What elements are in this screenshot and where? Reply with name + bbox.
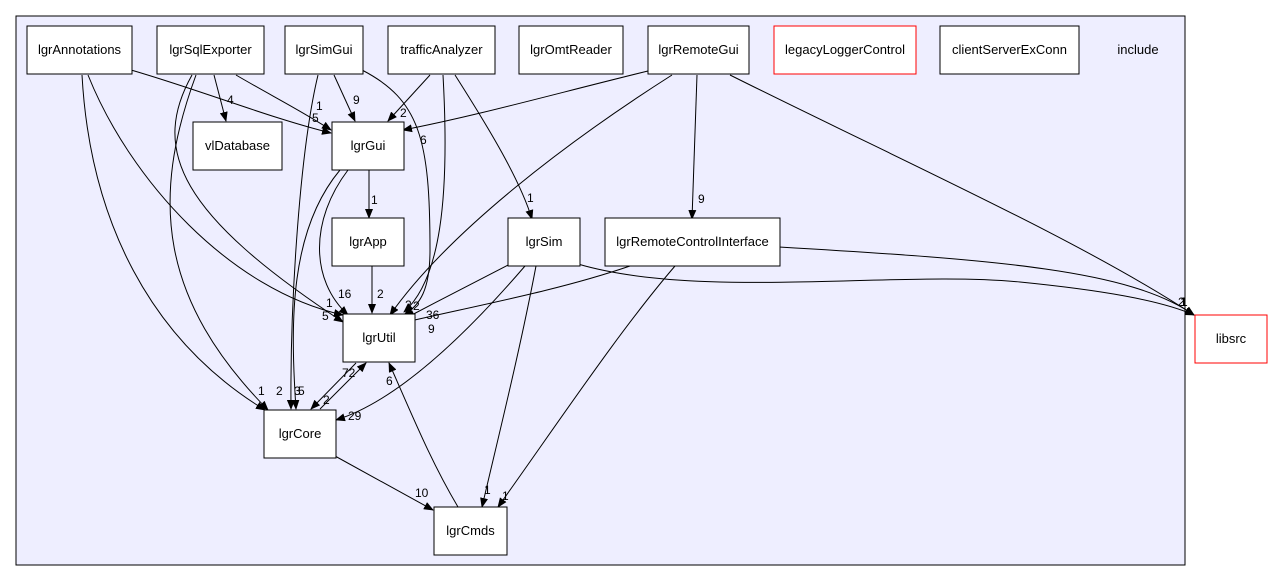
node-legacyloggercontrol[interactable]: legacyLoggerControl bbox=[773, 25, 917, 75]
node-lgrcore[interactable]: lgrCore bbox=[263, 409, 337, 459]
edge-label: 6 bbox=[420, 133, 427, 147]
edge-lgrsqlexporter-lgrutil bbox=[174, 74, 344, 323]
node-lgrsim[interactable]: lgrSim bbox=[507, 217, 581, 267]
edge-label: 3 bbox=[294, 384, 301, 398]
edge-lgrsimgui-lgrcore bbox=[286, 74, 319, 410]
edge-lgrgui-lgrcore bbox=[291, 169, 341, 410]
edge-label: 1 bbox=[502, 489, 509, 503]
edge-lgrremotegui-lgrutil bbox=[389, 74, 673, 316]
edge-lgrremotegui-libsrc bbox=[729, 74, 1195, 316]
include-cluster bbox=[15, 15, 1186, 566]
edge-label: 2 bbox=[405, 298, 412, 312]
node-label: lgrCmds bbox=[446, 523, 495, 538]
edge-lgrannotations-lgrutil bbox=[87, 74, 344, 317]
edge-label: 16 bbox=[338, 287, 352, 301]
edge-lgrsim-libsrc bbox=[577, 263, 1195, 316]
edge-lgrsim-lgrcmds bbox=[480, 265, 537, 508]
edge-trafficanalyzer-lgrsim bbox=[454, 74, 534, 220]
edge-label: 1 bbox=[527, 191, 534, 205]
node-lgrsqlexporter[interactable]: lgrSqlExporter bbox=[156, 25, 265, 75]
edge-lgrremotegui-lgrgui bbox=[402, 69, 653, 133]
edge-lgrsqlexporter-lgrcore bbox=[169, 74, 269, 411]
edge-label: 1 bbox=[326, 296, 333, 310]
node-label: clientServerExConn bbox=[952, 42, 1067, 57]
node-lgrutil[interactable]: lgrUtil bbox=[342, 313, 416, 363]
edge-label: 2 bbox=[1178, 295, 1185, 309]
edge-label: 1 bbox=[371, 193, 378, 207]
edge-lgrsqlexporter-lgrgui bbox=[235, 74, 332, 131]
node-lgrsimgui[interactable]: lgrSimGui bbox=[284, 25, 364, 75]
edge-label: 29 bbox=[348, 409, 362, 423]
edge-label: 5 bbox=[322, 309, 329, 323]
node-label: libsrc bbox=[1216, 331, 1247, 346]
node-label: lgrUtil bbox=[362, 330, 395, 345]
node-label: lgrApp bbox=[349, 234, 387, 249]
node-label: lgrSqlExporter bbox=[169, 42, 252, 57]
edge-label: 6 bbox=[386, 374, 393, 388]
edge-lgrsim-lgrutil bbox=[405, 263, 511, 319]
node-vldatabase[interactable]: vlDatabase bbox=[192, 121, 283, 171]
edge-lgrsqlexporter-vldatabase bbox=[213, 74, 228, 122]
node-libsrc[interactable]: libsrc bbox=[1194, 314, 1268, 364]
edge-lgrcore-lgrcmds bbox=[334, 455, 434, 511]
edge-lgrgui-lgrutil bbox=[319, 169, 349, 316]
edge-lgrcmds-lgrutil bbox=[388, 362, 459, 508]
node-label: trafficAnalyzer bbox=[400, 42, 483, 57]
edge-lgrsimgui-lgrgui bbox=[333, 74, 356, 122]
node-label: lgrSim bbox=[526, 234, 563, 249]
edge-label: 2 bbox=[400, 106, 407, 120]
node-trafficanalyzer[interactable]: trafficAnalyzer bbox=[387, 25, 496, 75]
cluster-label-include: include bbox=[1117, 42, 1158, 57]
edge-label: 9 bbox=[428, 322, 435, 336]
node-lgrgui[interactable]: lgrGui bbox=[331, 121, 405, 171]
node-label: lgrSimGui bbox=[295, 42, 352, 57]
edge-lgrannotations-lgrcore bbox=[81, 74, 266, 411]
edge-label: 2 bbox=[276, 384, 283, 398]
edge-label: 1 bbox=[484, 483, 491, 497]
edge-label: 10 bbox=[415, 486, 429, 500]
edge-label: 5 bbox=[298, 384, 305, 398]
edge-label: 1 bbox=[316, 99, 323, 113]
node-clientserverexconn[interactable]: clientServerExConn bbox=[939, 25, 1080, 75]
edge-label: 2 bbox=[323, 393, 330, 407]
node-label: lgrGui bbox=[351, 138, 386, 153]
edge-lgrutil-lgrcore bbox=[310, 362, 357, 410]
edge-trafficanalyzer-lgrutil bbox=[403, 74, 446, 313]
edge-label: 5 bbox=[312, 111, 319, 125]
node-lgrcmds[interactable]: lgrCmds bbox=[433, 506, 508, 556]
edge-lgrremotegui-lgrremotecontrolinterface bbox=[688, 74, 698, 220]
edge-label: 4 bbox=[227, 93, 234, 107]
node-label: lgrOmtReader bbox=[530, 42, 612, 57]
edge-lgrsimgui-lgrutil bbox=[361, 69, 431, 316]
node-label: legacyLoggerControl bbox=[785, 42, 905, 57]
edge-label: 1 bbox=[1181, 295, 1188, 309]
edge-label: 1 bbox=[258, 384, 265, 398]
edge-trafficanalyzer-lgrgui bbox=[387, 74, 431, 122]
node-label: lgrRemoteControlInterface bbox=[616, 234, 768, 249]
node-label: lgrRemoteGui bbox=[658, 42, 738, 57]
edge-label: 36 bbox=[426, 308, 440, 322]
node-lgrapp[interactable]: lgrApp bbox=[331, 217, 405, 267]
edge-labels: 5 5 1 4 1 1 2 9 6 3 2 1 2 9 2 2 1 16 5 2… bbox=[227, 93, 1188, 503]
edge-label: 2 bbox=[377, 287, 384, 301]
edge-lgrsim-lgrcore bbox=[335, 265, 526, 422]
edge-lgrremotecontrolinterface-lgrutil bbox=[405, 265, 631, 324]
edges bbox=[81, 69, 1195, 511]
node-label: lgrAnnotations bbox=[38, 42, 122, 57]
node-lgrremotegui[interactable]: lgrRemoteGui bbox=[647, 25, 750, 75]
edge-label: 9 bbox=[698, 192, 705, 206]
node-lgromtreader[interactable]: lgrOmtReader bbox=[518, 25, 624, 75]
edge-lgrremotecontrolinterface-lgrcmds bbox=[497, 265, 676, 508]
edge-lgrcore-lgrutil bbox=[319, 362, 367, 410]
edge-label: 1 bbox=[1180, 295, 1187, 309]
edge-label: 2 bbox=[413, 299, 420, 313]
node-label: vlDatabase bbox=[205, 138, 270, 153]
edge-label: 72 bbox=[342, 366, 356, 380]
edge-lgrremotecontrolinterface-libsrc bbox=[778, 246, 1195, 316]
node-label: lgrCore bbox=[279, 426, 322, 441]
node-lgrannotations[interactable]: lgrAnnotations bbox=[26, 25, 133, 75]
node-lgrremotecontrolinterface[interactable]: lgrRemoteControlInterface bbox=[604, 217, 781, 267]
edge-label: 9 bbox=[353, 93, 360, 107]
